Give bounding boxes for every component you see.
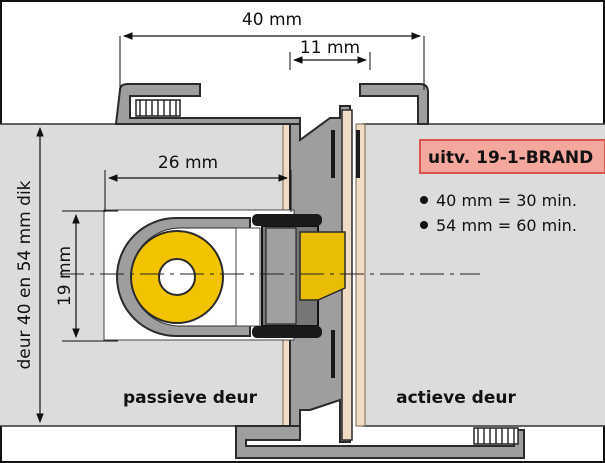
bullet-dot [420, 221, 428, 229]
bottom-frame-profile [235, 425, 525, 459]
latch-black-top [252, 214, 322, 226]
gasket-3 [331, 330, 335, 378]
dim-11mm: 11 mm [289, 38, 371, 70]
bottom-seal-brush [473, 427, 519, 445]
dim-26mm: 26 mm [104, 153, 292, 212]
version-badge [419, 139, 605, 174]
inner-profile-strip [341, 109, 353, 441]
dim-26mm-label: 26 mm [158, 153, 218, 173]
passive-door-label: passieve deur [123, 388, 258, 408]
latch-black-bottom [252, 326, 322, 338]
bullet-dot [420, 196, 428, 204]
version-badge-text: uitv. 19-1-BRAND [428, 148, 593, 168]
bolt-yellow [299, 231, 346, 301]
gasket-2 [356, 130, 360, 178]
fire-rating-list: 40 mm = 30 min. 54 mm = 60 min. [420, 191, 577, 235]
dim-19mm-label: 19 mm [55, 246, 75, 306]
top-frame-right [359, 83, 429, 125]
lock-mechanism [235, 227, 261, 327]
dim-door-thickness-label: deur 40 en 54 mm dik [15, 180, 35, 369]
dim-40mm: 40 mm [119, 10, 425, 90]
gasket-1 [331, 130, 335, 178]
rebate-strip-right [355, 123, 366, 427]
fire-rating-item: 54 mm = 60 min. [436, 216, 577, 235]
active-door-panel [362, 124, 605, 426]
top-seal-brush [135, 99, 181, 117]
dim-11mm-label: 11 mm [300, 38, 360, 58]
dim-door-thickness: deur 40 en 54 mm dik [15, 127, 44, 423]
fire-rating-item: 40 mm = 30 min. [436, 191, 577, 210]
dim-19mm: 19 mm [55, 210, 118, 342]
cylinder-hole [158, 258, 196, 296]
active-door-label: actieve deur [396, 388, 516, 408]
dim-40mm-label: 40 mm [242, 10, 302, 30]
